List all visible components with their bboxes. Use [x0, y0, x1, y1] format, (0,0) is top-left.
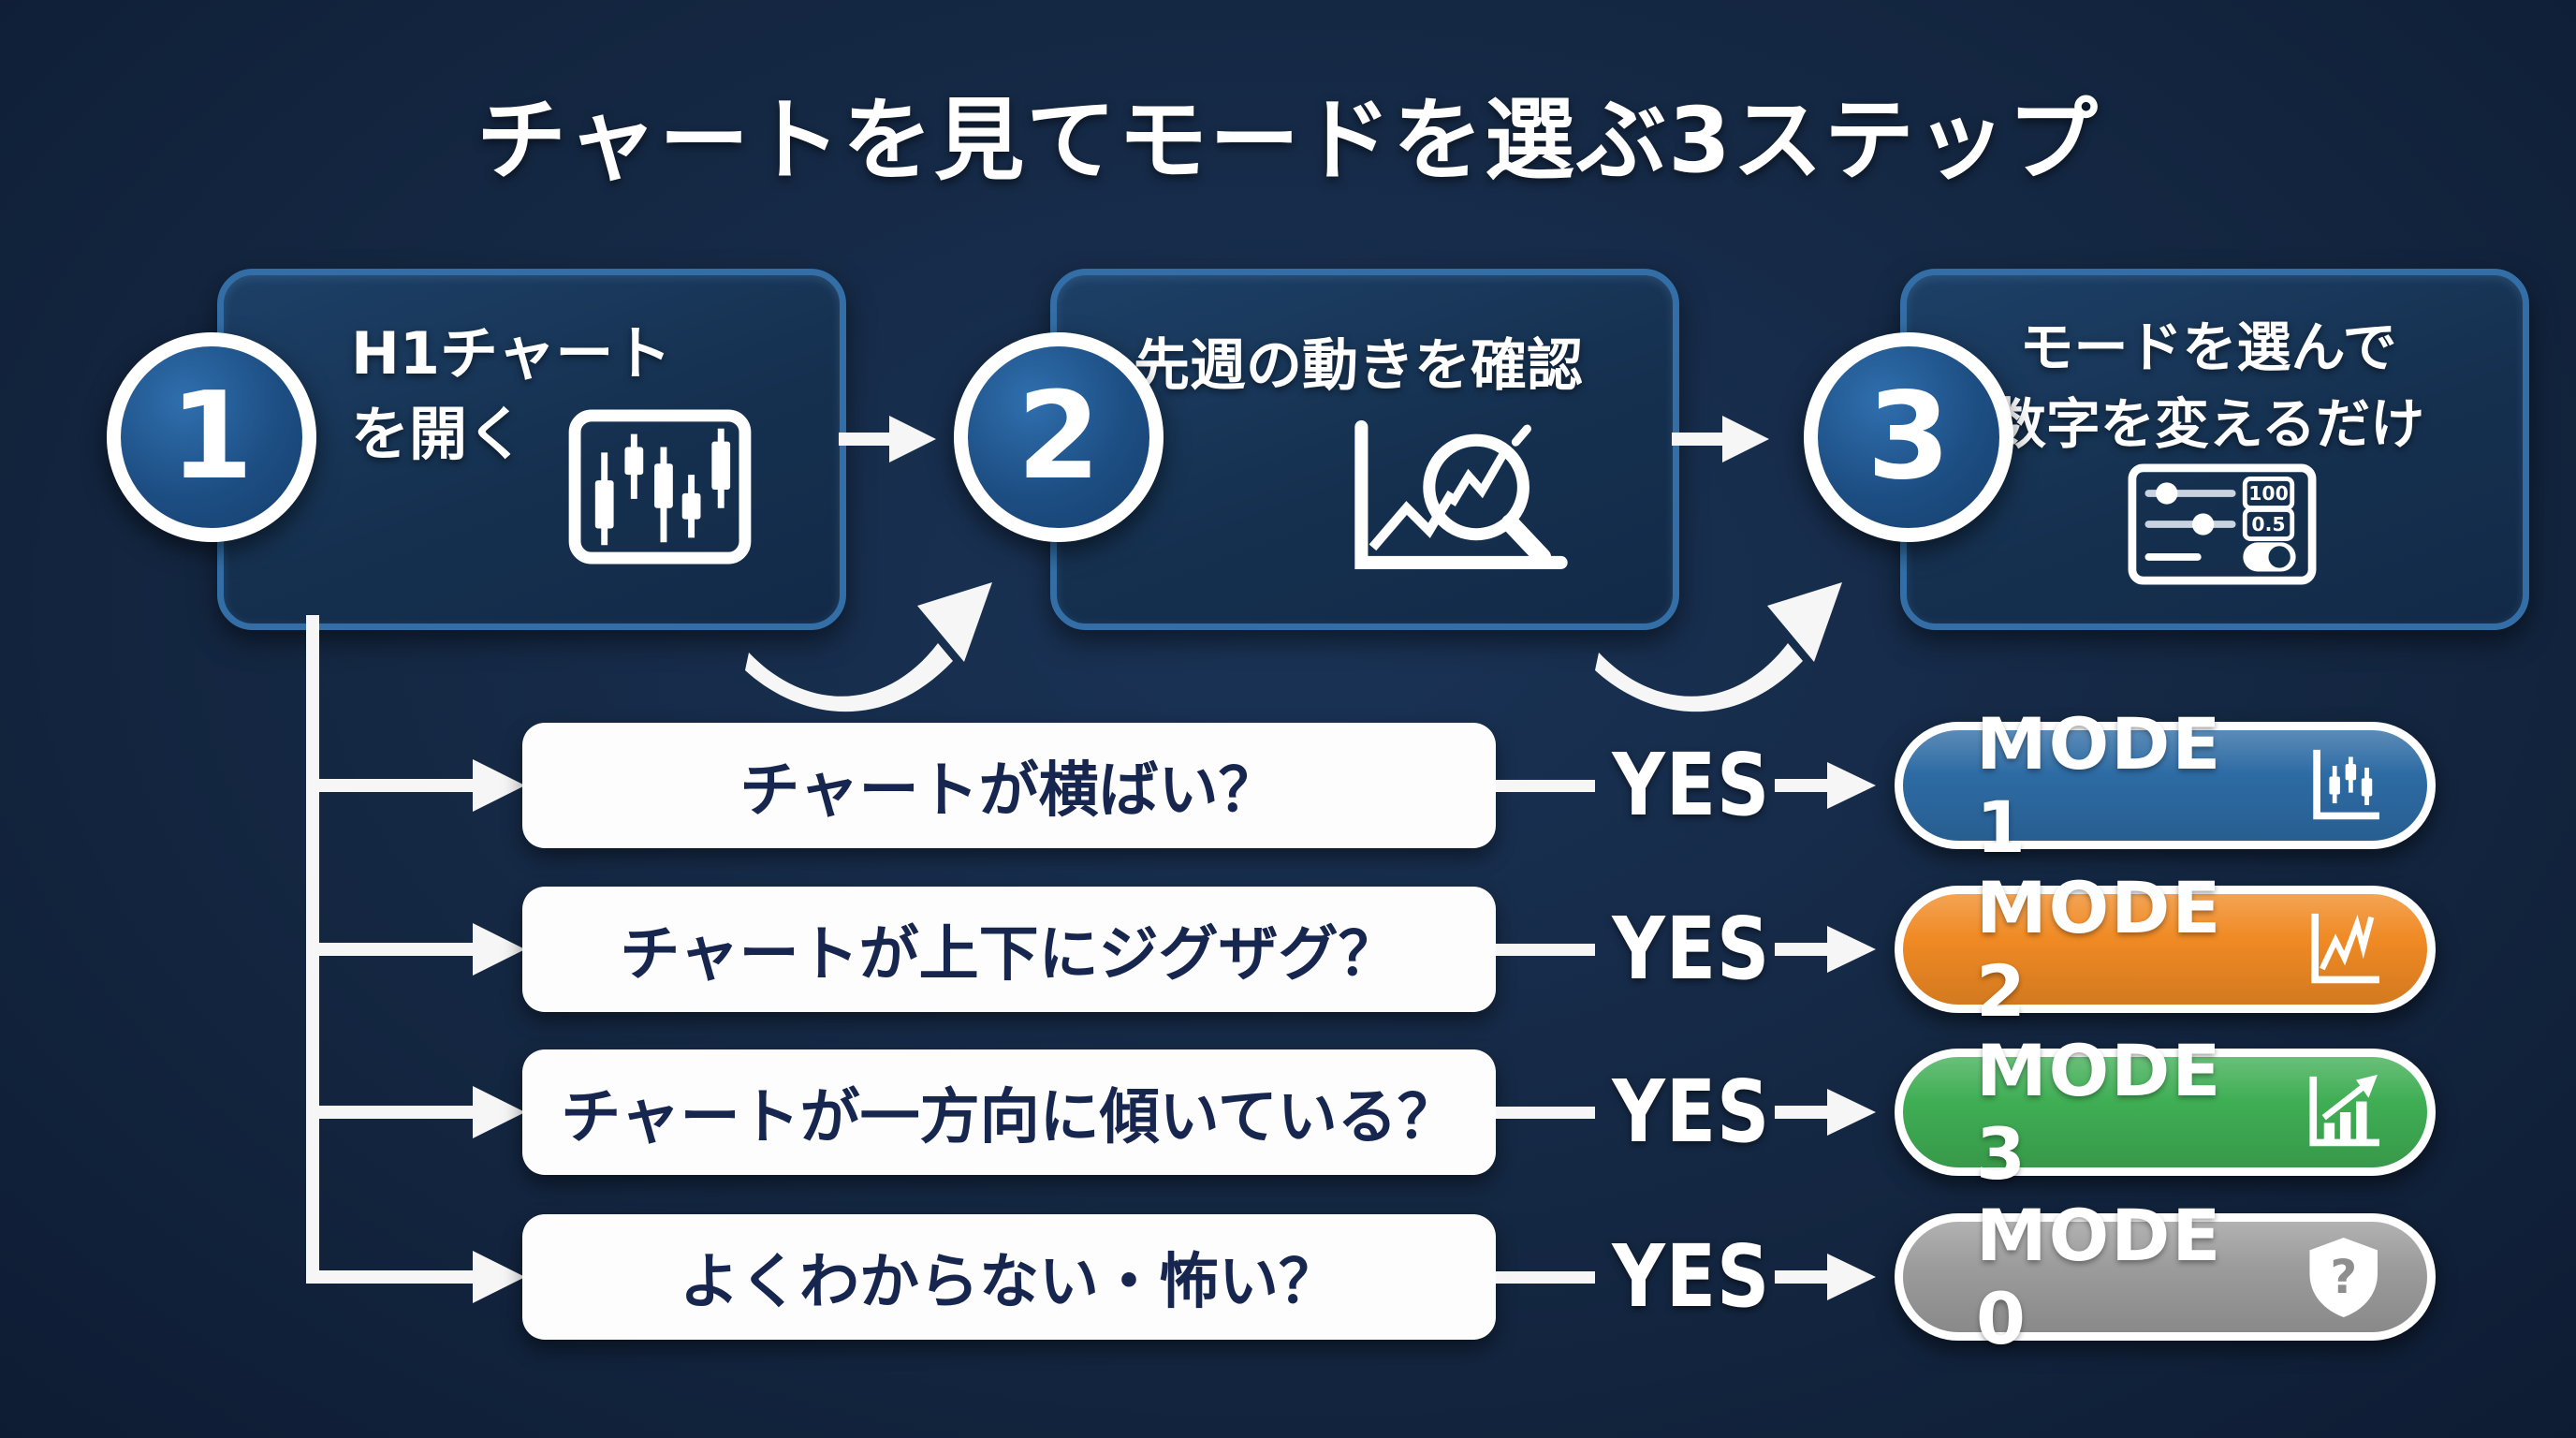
mode-pill-2-label: MODE 2	[1976, 866, 2223, 1033]
svg-text:?: ?	[2330, 1250, 2357, 1304]
yes-label-1: YES	[1612, 735, 1771, 835]
question-box-2: チャートが上下にジグザグ？	[522, 887, 1496, 1012]
slider-2-value: 0.5	[2251, 513, 2285, 536]
yes-arrow-3-icon	[1775, 1089, 1876, 1136]
branch-arrow-3-icon	[473, 1086, 525, 1138]
shield-question-icon: ?	[2309, 1238, 2378, 1317]
question-box-4: よくわからない・怖い？	[522, 1214, 1496, 1340]
step-3-label-line1: モードを選んで	[2019, 315, 2397, 379]
chart-magnifier-icon	[1354, 420, 1568, 569]
branch-line-3	[306, 1106, 480, 1119]
branch-line-4	[306, 1270, 480, 1284]
yes-connector-line-2	[1496, 944, 1595, 956]
yes-connector-line-1	[1496, 780, 1595, 792]
mode-pill-1: MODE 1	[1895, 702, 2436, 869]
step-2-label-line1: 先週の動きを確認	[1134, 333, 1583, 399]
yes-arrow-4-icon	[1775, 1254, 1876, 1300]
branch-line-1	[306, 779, 480, 792]
question-text-1: チャートが横ばい？	[739, 756, 1279, 826]
yes-arrow-2-icon	[1775, 926, 1876, 973]
slider-2-knob	[2191, 513, 2215, 536]
step-3-label-line2: 数字を変えるだけ	[1991, 392, 2425, 456]
yes-connector-line-4	[1496, 1271, 1595, 1284]
step-2-badge: 2	[954, 332, 1164, 542]
candlestick-chart-icon	[568, 409, 752, 565]
question-text-4: よくわからない・怖い？	[680, 1248, 1339, 1317]
step-1-badge: 1	[107, 332, 316, 542]
step-1-label-line1: H1チャート	[351, 319, 672, 388]
yes-connector-line-3	[1496, 1107, 1595, 1119]
branch-line-2	[306, 943, 480, 956]
page-title: チャートを見てモードを選ぶ3ステップ	[476, 88, 2100, 193]
settings-sliders-icon: 100 0.5	[2128, 463, 2317, 585]
swoosh-arrow-1-icon	[745, 582, 992, 712]
mode-pill-1-label: MODE 1	[1976, 702, 2223, 869]
branch-arrow-4-icon	[473, 1251, 525, 1303]
slider-1-value: 100	[2248, 482, 2289, 505]
step-1-number: 1	[169, 367, 254, 506]
yes-label-2: YES	[1612, 899, 1771, 999]
question-box-1: チャートが横ばい？	[522, 723, 1496, 848]
step-1-label-line2: を開く	[351, 400, 526, 468]
step-1-label: H1チャート を開く	[351, 314, 754, 475]
flow-arrow-2-icon	[1672, 416, 1769, 462]
yes-arrow-1-icon	[1775, 762, 1876, 809]
question-text-3: チャートが一方向に傾いている？	[561, 1083, 1457, 1152]
question-box-3: チャートが一方向に傾いている？	[522, 1049, 1496, 1175]
step-3-badge: 3	[1804, 332, 2013, 542]
swoosh-arrow-2-icon	[1595, 582, 1842, 712]
mode-pill-3: MODE 3	[1895, 1029, 2436, 1196]
yes-label-4: YES	[1612, 1226, 1771, 1327]
rising-bars-icon	[2309, 1074, 2379, 1147]
zigzag-chart-icon	[2310, 913, 2379, 984]
question-text-2: チャートが上下にジグザグ？	[620, 920, 1398, 990]
step-3-number: 3	[1866, 367, 1951, 506]
mode-pill-0-label: MODE 0	[1976, 1194, 2223, 1360]
step-3-label: モードを選んで 数字を変えるだけ	[1928, 309, 2488, 462]
flow-arrow-1-icon	[839, 416, 936, 462]
mode-pill-2: MODE 2	[1895, 866, 2436, 1033]
yes-label-3: YES	[1612, 1062, 1771, 1162]
mode-pill-0: MODE 0 ?	[1895, 1194, 2436, 1360]
step-2-number: 2	[1017, 367, 1101, 506]
decision-tree-trunk	[306, 615, 319, 1284]
branch-arrow-1-icon	[473, 759, 525, 812]
step-2-label: 先週の動きを確認	[1078, 320, 1638, 402]
branch-arrow-2-icon	[473, 923, 525, 976]
mode-pill-3-label: MODE 3	[1976, 1029, 2223, 1196]
slider-1-knob	[2156, 482, 2178, 505]
candlestick-mini-icon	[2312, 749, 2379, 820]
